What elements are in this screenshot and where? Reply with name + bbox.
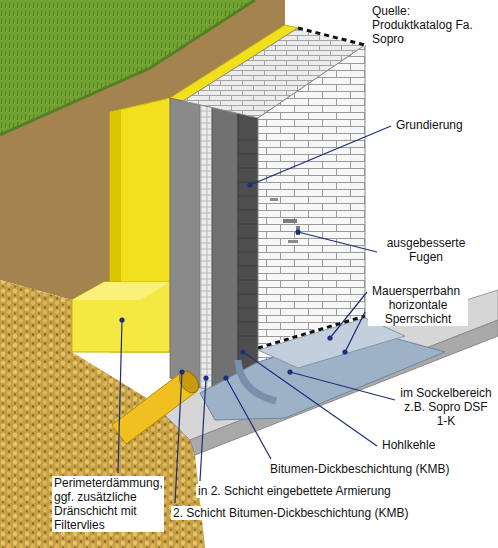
callout-label: Quelle: Produktkatalog Fa. Sopro [370,4,480,46]
callout-label: horizontale Sperrschicht [368,298,468,326]
callout-label: 2. Schicht Bitumen-Dickbeschichtung (KMB… [171,506,410,520]
callout-label: ausgebesserte Fugen [380,236,472,264]
callout-label: Bitumen-Dickbeschichtung (KMB) [268,462,451,476]
callout-label: Grundierung [394,118,465,132]
callout-label: Hohlkehle [380,438,437,452]
callout-label: Mauersperrbahn [370,284,462,298]
callout-label: Perimeterdämmung, ggf. zusätzliche Dräns… [52,476,164,532]
callout-label: im Sockelbereich z.B. Sopro DSF 1-K [398,386,494,428]
callout-label: in 2. Schicht eingebettete Armierung [196,484,393,498]
